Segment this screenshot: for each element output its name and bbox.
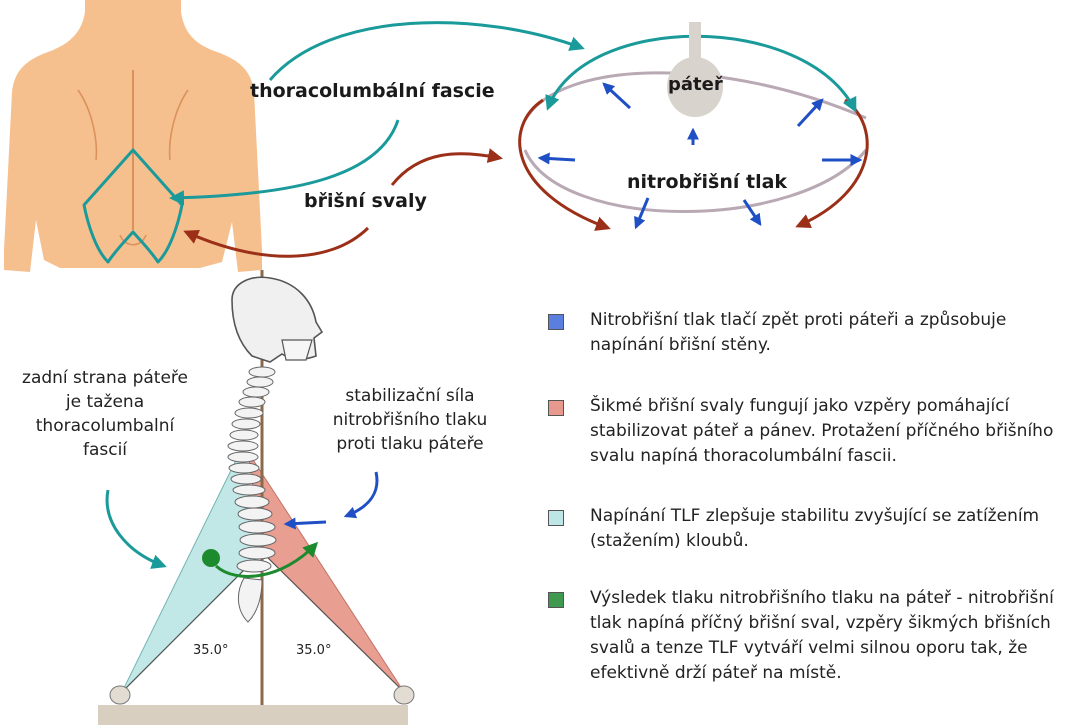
left-angle-label: 35.0°	[193, 643, 228, 658]
stabilizing-label: stabilizační síla nitrobřišního tlaku pr…	[300, 384, 520, 456]
spinous-process	[689, 22, 701, 62]
right-angle-label: 35.0°	[296, 643, 331, 658]
right-oblique-muscle	[798, 100, 867, 226]
stabilizing-label-arrow	[346, 472, 377, 516]
pressure-label: nitrobřišní tlak	[627, 171, 787, 193]
torso-illustration	[4, 0, 262, 272]
sacrum	[238, 578, 262, 622]
abdominal-cross-section	[520, 22, 867, 228]
stabilizing-force-arrow	[286, 522, 326, 524]
legend-text-pressure: Nitrobřišní tlak tlačí zpět proti páteři…	[590, 308, 1060, 358]
legend-swatch-teal	[548, 510, 564, 526]
back-side-label-arrow	[107, 490, 164, 566]
legend: Nitrobřišní tlak tlačí zpět proti páteři…	[548, 308, 1058, 708]
skeleton-diagram	[98, 270, 414, 725]
fascia-label: thoracolumbální fascie	[250, 80, 495, 102]
legend-swatch-green	[548, 592, 564, 608]
ground-base	[98, 705, 408, 725]
legend-swatch-red	[548, 400, 564, 416]
legend-text-obliques: Šikmé břišní svaly fungují jako vzpěry p…	[590, 394, 1060, 469]
muscles-label: břišní svaly	[304, 190, 427, 212]
jaw	[282, 340, 312, 360]
legend-text-tlf: Napínání TLF zlepšuje stabilitu zvyšujíc…	[590, 504, 1060, 554]
muscles-arrow-to-cross-section	[392, 154, 500, 185]
legend-text-result: Výsledek tlaku nitrobřišního tlaku na pá…	[590, 586, 1060, 686]
center-of-rotation	[202, 549, 220, 567]
left-foot-joint	[110, 686, 130, 704]
right-foot-joint	[394, 686, 414, 704]
legend-swatch-blue	[548, 314, 564, 330]
back-side-label: zadní strana páteře je tažena thoracolum…	[0, 366, 210, 462]
spine-label: páteř	[668, 74, 723, 95]
fascia-arrow-to-cross-section	[270, 23, 582, 80]
right-strut	[262, 552, 404, 692]
